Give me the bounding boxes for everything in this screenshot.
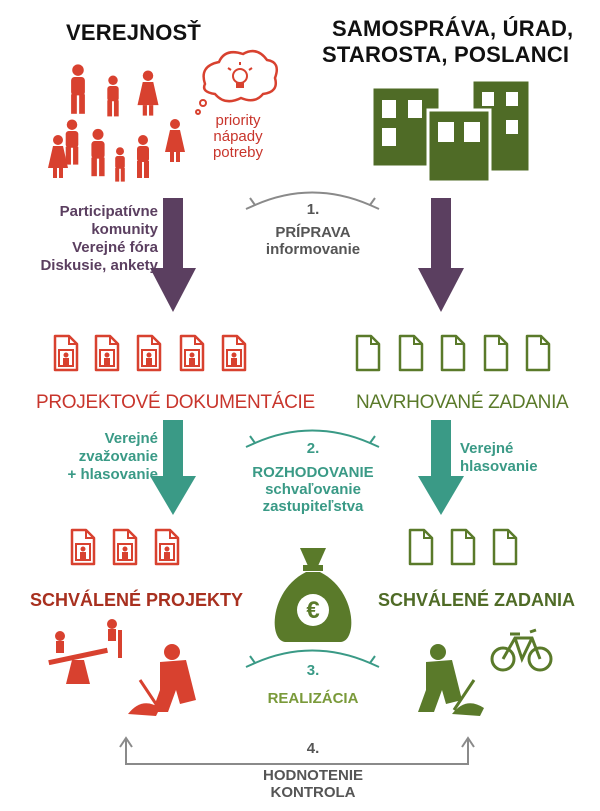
arrow-left-down-icon xyxy=(150,198,196,312)
public-people-icon xyxy=(48,64,185,182)
method-item: Participatívne xyxy=(59,203,158,220)
approved-projects-label: SCHVÁLENÉ PROJEKTY xyxy=(30,590,244,610)
phase3-title: REALIZÁCIA xyxy=(267,690,359,707)
arrow-left-vote-icon xyxy=(150,420,196,515)
phase1-title: PRÍPRAVA xyxy=(275,224,351,241)
phase2-subtitle: zastupiteľstva xyxy=(262,498,364,515)
approved-tasks-label: SCHVÁLENÉ ZADANIA xyxy=(378,590,576,610)
arrow-right-vote-icon xyxy=(418,420,464,515)
phase2-subtitle: schvaľovanie xyxy=(265,481,361,498)
vote-line: zvažovanie xyxy=(78,448,158,465)
phase1-number: 1. xyxy=(306,201,320,218)
ideas-bubble-icon xyxy=(195,49,278,115)
money-bag-icon xyxy=(274,548,352,642)
arrow-right-down-icon xyxy=(418,198,464,312)
needs-item: potreby xyxy=(212,144,264,161)
phase4-label: HODNOTENIE KONTROLA xyxy=(230,767,396,801)
participation-methods: Participatívne komunity Verejné fóra Dis… xyxy=(20,203,158,275)
public-vote: Verejné hlasovanie xyxy=(460,440,570,476)
government-header-line1: SAMOSPRÁVA, ÚRAD, xyxy=(332,16,574,41)
phase4-title: KONTROLA xyxy=(270,784,356,801)
phase2-label: ROZHODOVANIE schvaľovanie zastupiteľstva xyxy=(236,464,390,515)
phase1-subtitle: informovanie xyxy=(265,241,361,258)
bicycle-icon xyxy=(490,628,553,672)
approved-projects-documents-icon xyxy=(70,528,180,566)
method-item: Diskusie, ankety xyxy=(40,257,158,274)
playground-seesaw-icon xyxy=(48,619,122,684)
phase1-label: PRÍPRAVA informovanie xyxy=(240,224,386,258)
project-documentation-label: PROJEKTOVÉ DOKUMENTÁCIE xyxy=(36,392,315,413)
worker-left-icon xyxy=(128,644,196,716)
method-item: Verejné fóra xyxy=(72,239,158,256)
phase4-number: 4. xyxy=(306,740,320,757)
needs-item: nápady xyxy=(213,128,263,145)
project-documents-icon xyxy=(53,334,247,372)
approved-tasks-documents-icon xyxy=(408,528,518,566)
municipality-buildings-icon xyxy=(370,78,532,184)
phase1-arrows-icon xyxy=(245,191,380,210)
public-header: VEREJNOSŤ xyxy=(66,20,202,45)
phase2-number: 2. xyxy=(306,440,320,457)
phase3-arrows-icon xyxy=(245,649,380,668)
public-deliberation-vote: Verejné zvažovanie + hlasovanie xyxy=(30,430,158,484)
phase4-feedback-arrows-icon xyxy=(119,736,475,765)
needs-item: priority xyxy=(215,112,261,129)
proposed-tasks-documents-icon xyxy=(355,334,551,372)
needs-list: priority nápady potreby xyxy=(200,113,276,161)
euro-symbol: € xyxy=(306,597,320,624)
government-header-line2: STAROSTA, POSLANCI xyxy=(322,42,570,67)
worker-right-icon xyxy=(418,644,484,716)
vote-line: + hlasovanie xyxy=(67,466,158,483)
vote-line: hlasovanie xyxy=(460,458,538,475)
method-item: komunity xyxy=(91,221,158,238)
vote-line: Verejné xyxy=(104,430,158,447)
proposed-tasks-label: NAVRHOVANÉ ZADANIA xyxy=(356,392,569,413)
phase2-arrows-icon xyxy=(245,429,380,448)
phase3-number: 3. xyxy=(306,662,320,679)
phase4-title: HODNOTENIE xyxy=(262,767,363,784)
phase2-title: ROZHODOVANIE xyxy=(252,464,374,481)
vote-line: Verejné xyxy=(460,440,514,457)
